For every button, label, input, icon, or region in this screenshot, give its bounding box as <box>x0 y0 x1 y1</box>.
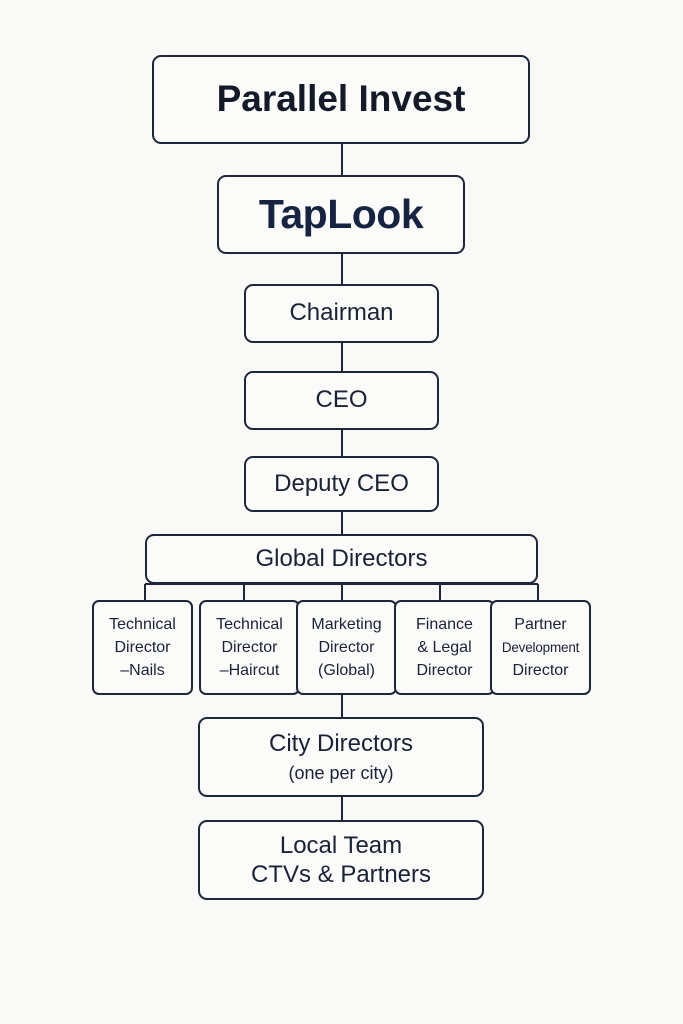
deputy-ceo-label: Deputy CEO <box>274 469 409 497</box>
chairman-box: Chairman <box>244 284 439 343</box>
director-line: Partner <box>514 616 567 633</box>
director-line: Director <box>221 639 278 656</box>
parent-company-name: Parallel Invest <box>216 78 466 120</box>
director-line: Technical <box>216 616 283 633</box>
ceo-label: CEO <box>315 386 368 414</box>
director-line: –Haircut <box>219 662 280 679</box>
director-box-finance-legal: Finance & Legal Director <box>394 600 495 695</box>
director-line: Director <box>416 662 473 679</box>
director-line: & Legal <box>417 639 472 656</box>
chairman-label: Chairman <box>289 299 394 327</box>
director-line: Finance <box>416 616 473 633</box>
director-line: Marketing <box>311 616 382 633</box>
director-box-marketing: Marketing Director (Global) <box>296 600 397 695</box>
city-directors-title: City Directors <box>268 729 413 757</box>
director-line: Technical <box>109 616 176 633</box>
deputy-ceo-box: Deputy CEO <box>244 456 439 512</box>
director-line: Director <box>512 662 569 679</box>
company-name: TapLook <box>258 190 424 237</box>
director-box-technical-haircut: Technical Director –Haircut <box>199 600 300 695</box>
director-line: Director <box>318 639 375 656</box>
global-directors-box: Global Directors <box>145 534 538 584</box>
company-box: TapLook <box>217 175 465 254</box>
director-box-partner-development: Partner Development Director <box>490 600 591 695</box>
director-line: Development <box>501 640 580 655</box>
global-directors-label: Global Directors <box>255 544 428 572</box>
city-directors-box: City Directors (one per city) <box>198 717 484 797</box>
parent-company-box: Parallel Invest <box>152 55 530 144</box>
director-box-technical-nails: Technical Director –Nails <box>92 600 193 695</box>
director-line: (Global) <box>318 662 375 679</box>
local-team-box: Local Team CTVs & Partners <box>198 820 484 900</box>
local-team-title: Local Team <box>279 832 403 859</box>
director-line: Director <box>114 639 171 656</box>
director-line: –Nails <box>120 662 165 679</box>
ceo-box: CEO <box>244 371 439 430</box>
city-directors-subtitle: (one per city) <box>288 762 394 783</box>
local-team-subtitle: CTVs & Partners <box>250 861 432 888</box>
